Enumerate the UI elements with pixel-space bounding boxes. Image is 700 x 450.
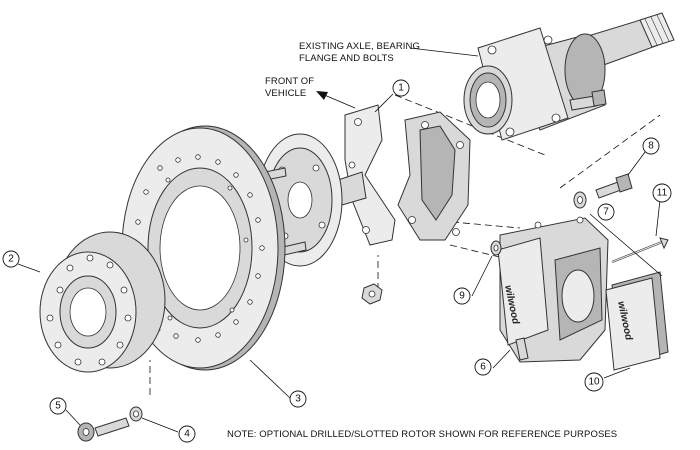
part-9-washer bbox=[490, 240, 502, 256]
callout-label-1: 1 bbox=[398, 83, 404, 94]
callout-balloon-8: 8 bbox=[642, 137, 660, 155]
axle-label-line-2: FLANGE AND BOLTS bbox=[299, 53, 394, 64]
callout-balloon-6: 6 bbox=[474, 358, 492, 376]
callout-label-8: 8 bbox=[648, 141, 654, 152]
part-11-cotter-pin bbox=[611, 237, 669, 264]
part-4-washer bbox=[129, 406, 143, 422]
callout-balloon-9: 9 bbox=[453, 287, 471, 305]
callout-balloon-7: 7 bbox=[597, 203, 615, 221]
callout-label-10: 10 bbox=[588, 377, 600, 388]
callout-balloon-10: 10 bbox=[584, 372, 604, 392]
part-8-bolt bbox=[595, 173, 633, 199]
callout-balloon-2: 2 bbox=[2, 250, 20, 268]
part-6-caliper: wilwood bbox=[497, 216, 609, 363]
callout-label-5: 5 bbox=[55, 401, 61, 412]
callout-label-4: 4 bbox=[184, 429, 190, 440]
callout-label-2: 2 bbox=[8, 254, 14, 265]
callout-label-11: 11 bbox=[657, 188, 668, 199]
callout-label-6: 6 bbox=[480, 362, 486, 373]
front-label-line-1: FRONT OF bbox=[265, 76, 314, 87]
part-2-hub bbox=[39, 231, 166, 373]
front-of-vehicle-arrow bbox=[316, 91, 356, 109]
callout-label-7: 7 bbox=[603, 207, 609, 218]
callout-balloon-1: 1 bbox=[392, 79, 410, 97]
lug-nut bbox=[361, 283, 383, 305]
axle-label-line-1: EXISTING AXLE, BEARING bbox=[299, 41, 420, 52]
part-1-caliper-bracket bbox=[337, 104, 471, 246]
part-5-bolt bbox=[77, 417, 130, 442]
callout-balloon-11: 11 bbox=[652, 183, 672, 203]
callout-leaders bbox=[17, 47, 663, 433]
reference-note: NOTE: OPTIONAL DRILLED/SLOTTED ROTOR SHO… bbox=[227, 429, 617, 440]
axle-assembly bbox=[463, 12, 675, 141]
callout-label-3: 3 bbox=[295, 394, 301, 405]
part-7-washer bbox=[573, 191, 587, 209]
callout-balloon-4: 4 bbox=[178, 425, 196, 443]
callout-label-9: 9 bbox=[459, 291, 465, 302]
callout-balloon-5: 5 bbox=[49, 397, 67, 415]
part-10-brake-pads: wilwood bbox=[605, 271, 669, 371]
callout-balloon-3: 3 bbox=[289, 390, 307, 408]
front-label-line-2: VEHICLE bbox=[265, 88, 306, 99]
